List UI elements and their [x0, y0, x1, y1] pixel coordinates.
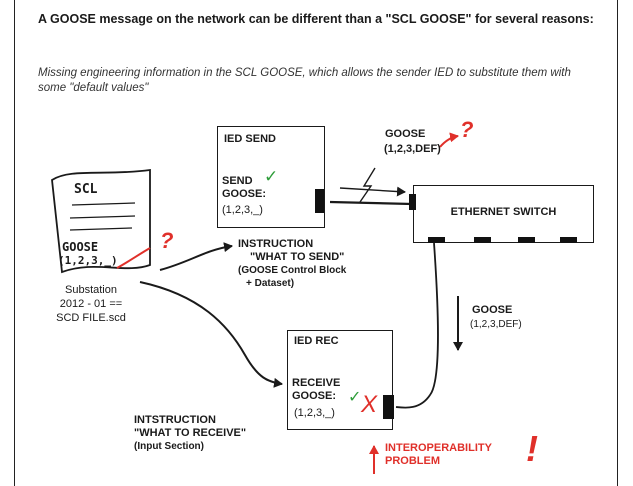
- red-check-goose-top: [439, 132, 459, 148]
- heading: A GOOSE message on the network can be di…: [38, 12, 594, 26]
- goose-down-value: (1,2,3,DEF): [470, 319, 522, 330]
- switch-port-1: [428, 237, 445, 243]
- instruction-send-line1: INSTRUCTION: [238, 238, 314, 250]
- goose-flow-arrow: [339, 186, 406, 197]
- switch-to-rec-line: [395, 242, 439, 409]
- instruction-send-line3: (GOOSE Control Block: [238, 265, 347, 276]
- interop-problem-text: INTEROPERABILITY PROBLEM: [385, 442, 492, 468]
- scl-header: SCL: [74, 182, 98, 197]
- green-check-send: ✓: [264, 167, 279, 186]
- goose-top-label: GOOSE: [385, 128, 426, 140]
- ied-rec-title: IED REC: [294, 335, 339, 347]
- switch-port-3: [518, 237, 535, 243]
- instruction-receive-line2: "WHAT TO RECEIVE": [134, 427, 247, 439]
- scl-caption: Substation 2012 - 01 == SCD FILE.scd: [36, 283, 146, 325]
- instruction-send-arrow: [159, 242, 233, 271]
- ied-rec-goose-value: (1,2,3,_): [294, 407, 335, 419]
- instruction-receive-text: INTSTRUCTION "WHAT TO RECEIVE" (Input Se…: [134, 414, 284, 453]
- instruction-receive-line1: INTSTRUCTION: [134, 414, 216, 426]
- red-check-scl: [116, 247, 151, 269]
- scl-goose-label: GOOSE: [62, 240, 99, 254]
- ied-rec-goose-label: GOOSE:: [292, 390, 337, 402]
- ied-send-send-label: SEND: [222, 175, 253, 187]
- diagram-frame: [14, 0, 618, 486]
- interop-line1: INTEROPERABILITY: [385, 442, 492, 454]
- ied-send-goose-value: (1,2,3,_): [222, 204, 263, 216]
- scl-caption-line2: 2012 - 01 ==: [59, 298, 123, 310]
- scl-file-shape: [51, 168, 151, 274]
- ied-rec-receive-label: RECEIVE: [292, 377, 341, 389]
- switch-label: ETHERNET SWITCH: [450, 206, 557, 218]
- note-text: Missing engineering information in the S…: [38, 67, 571, 94]
- interop-line2: PROBLEM: [385, 455, 440, 467]
- ied-rec-box: IED REC RECEIVE GOOSE: ✓ (1,2,3,_) X: [287, 330, 394, 430]
- green-check-rec: ✓: [348, 389, 362, 406]
- red-cross-mark: X: [361, 391, 378, 418]
- ied-send-goose-label: GOOSE:: [222, 188, 267, 200]
- ied-send-box: IED SEND SEND ✓ GOOSE: (1,2,3,_): [217, 126, 325, 228]
- scl-caption-line3: SCD FILE.scd: [56, 312, 126, 324]
- instruction-receive-arrow: [139, 281, 283, 388]
- ethernet-switch-box: ETHERNET SWITCH: [409, 185, 594, 243]
- instruction-receive-line3: (Input Section): [134, 441, 204, 452]
- goose-down-label: GOOSE: [472, 304, 513, 316]
- ied-send-port: [315, 189, 324, 213]
- scl-caption-line1: Substation: [65, 284, 117, 296]
- lightning-mark: [359, 167, 376, 203]
- question-mark-scl: ?: [160, 228, 174, 253]
- send-line: [329, 200, 413, 206]
- instruction-send-text: INSTRUCTION "WHAT TO SEND" (GOOSE Contro…: [238, 238, 398, 290]
- switch-port-left: [409, 194, 416, 210]
- exclamation-mark: !: [526, 428, 538, 469]
- instruction-send-line4: + Dataset): [246, 278, 295, 289]
- ied-send-title: IED SEND: [224, 133, 276, 145]
- goose-top-value: (1,2,3,DEF): [384, 143, 441, 155]
- instruction-send-line2: "WHAT TO SEND": [250, 251, 345, 263]
- ied-rec-port: [383, 395, 394, 419]
- switch-port-4: [560, 237, 577, 243]
- question-mark-top: ?: [460, 117, 474, 142]
- switch-port-2: [474, 237, 491, 243]
- scl-goose-value: (1,2,3,_): [58, 254, 118, 267]
